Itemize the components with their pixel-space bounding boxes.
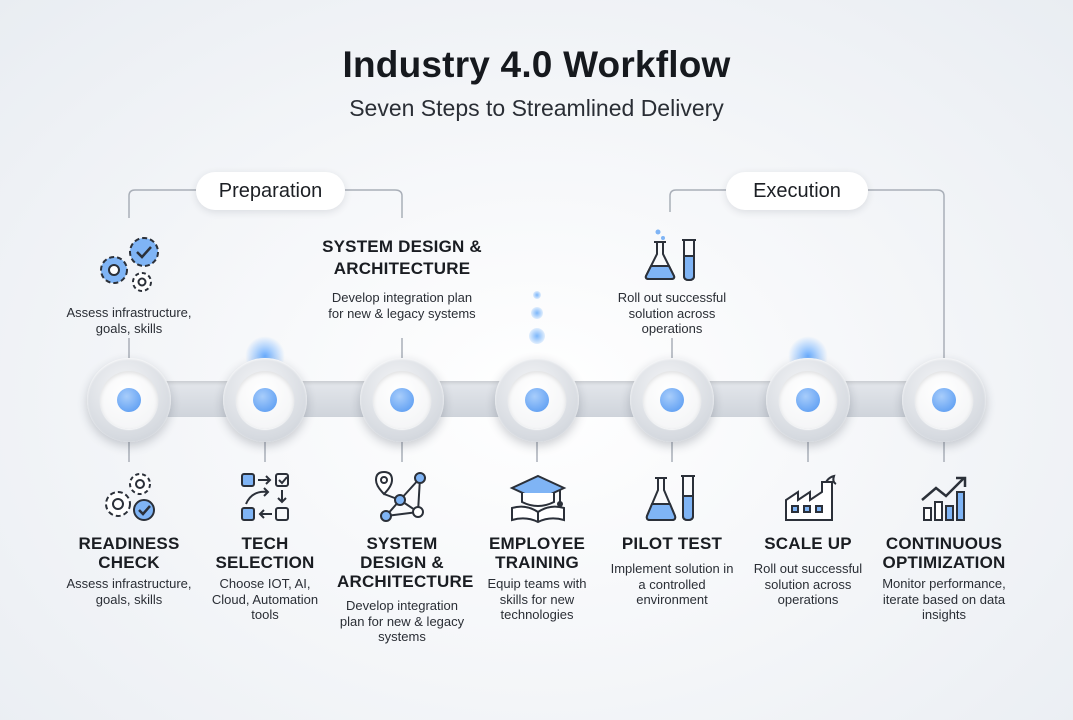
step-desc-5: Implement solution in a controlled envir… <box>610 561 734 607</box>
step-node-5[interactable] <box>630 358 714 442</box>
network-nodes-icon <box>374 470 426 522</box>
upper-callout-desc: Roll out successful solution across oper… <box>617 290 727 336</box>
page-title: Industry 4.0 Workflow <box>342 44 731 85</box>
step-desc-1: Assess infrastructure, goals, skills <box>66 576 192 607</box>
step-title-2: TECH SELECTION <box>215 534 315 572</box>
growth-chart-icon <box>921 476 967 521</box>
step-title-1: READINESS CHECK <box>78 534 180 572</box>
gears-check-icon <box>105 473 155 521</box>
step-title-6: SCALE UP <box>764 534 852 553</box>
selection-flow-icon <box>241 473 289 521</box>
factory-icon <box>785 474 837 521</box>
gears-check-icon <box>100 237 159 292</box>
step-title-7: CONTINUOUS OPTIMIZATION <box>882 534 1006 572</box>
step-title-3: SYSTEM DESIGN & ARCHITECTURE <box>337 534 474 591</box>
step-desc-3: Develop integration plan for new & legac… <box>339 598 465 644</box>
step-node-2[interactable] <box>223 358 307 442</box>
glow-bubble <box>529 328 545 344</box>
step-node-6[interactable] <box>766 358 850 442</box>
step-node-3[interactable] <box>360 358 444 442</box>
upper-callout-desc: Develop integration plan for new & legac… <box>328 290 476 321</box>
step-node-4[interactable] <box>495 358 579 442</box>
page-subtitle: Seven Steps to Streamlined Delivery <box>349 95 724 121</box>
glow-bubble <box>533 291 541 299</box>
glow-bubble <box>531 307 543 319</box>
lab-flask-icon <box>644 229 696 282</box>
step-node-7[interactable] <box>902 358 986 442</box>
step-desc-6: Roll out successful solution across oper… <box>753 561 863 607</box>
step-desc-7: Monitor performance, iterate based on da… <box>882 576 1006 622</box>
upper-callout-desc: Assess infrastructure, goals, skills <box>66 305 192 336</box>
phase-label-execution: Execution <box>726 172 868 210</box>
phase-label-preparation: Preparation <box>196 172 345 210</box>
step-node-1[interactable] <box>87 358 171 442</box>
upper-callout-title: SYSTEM DESIGN & ARCHITECTURE <box>322 237 482 278</box>
step-title-5: PILOT TEST <box>621 534 723 553</box>
lab-flask-icon <box>645 475 695 522</box>
execution-bracket <box>669 189 726 212</box>
preparation-bracket <box>128 189 196 218</box>
step-title-4: EMPLOYEE TRAINING <box>488 534 586 572</box>
step-desc-2: Choose IOT, AI, Cloud, Automation tools <box>211 576 319 622</box>
step-desc-4: Equip teams with skills for new technolo… <box>487 576 587 622</box>
graduation-book-icon <box>509 474 567 524</box>
